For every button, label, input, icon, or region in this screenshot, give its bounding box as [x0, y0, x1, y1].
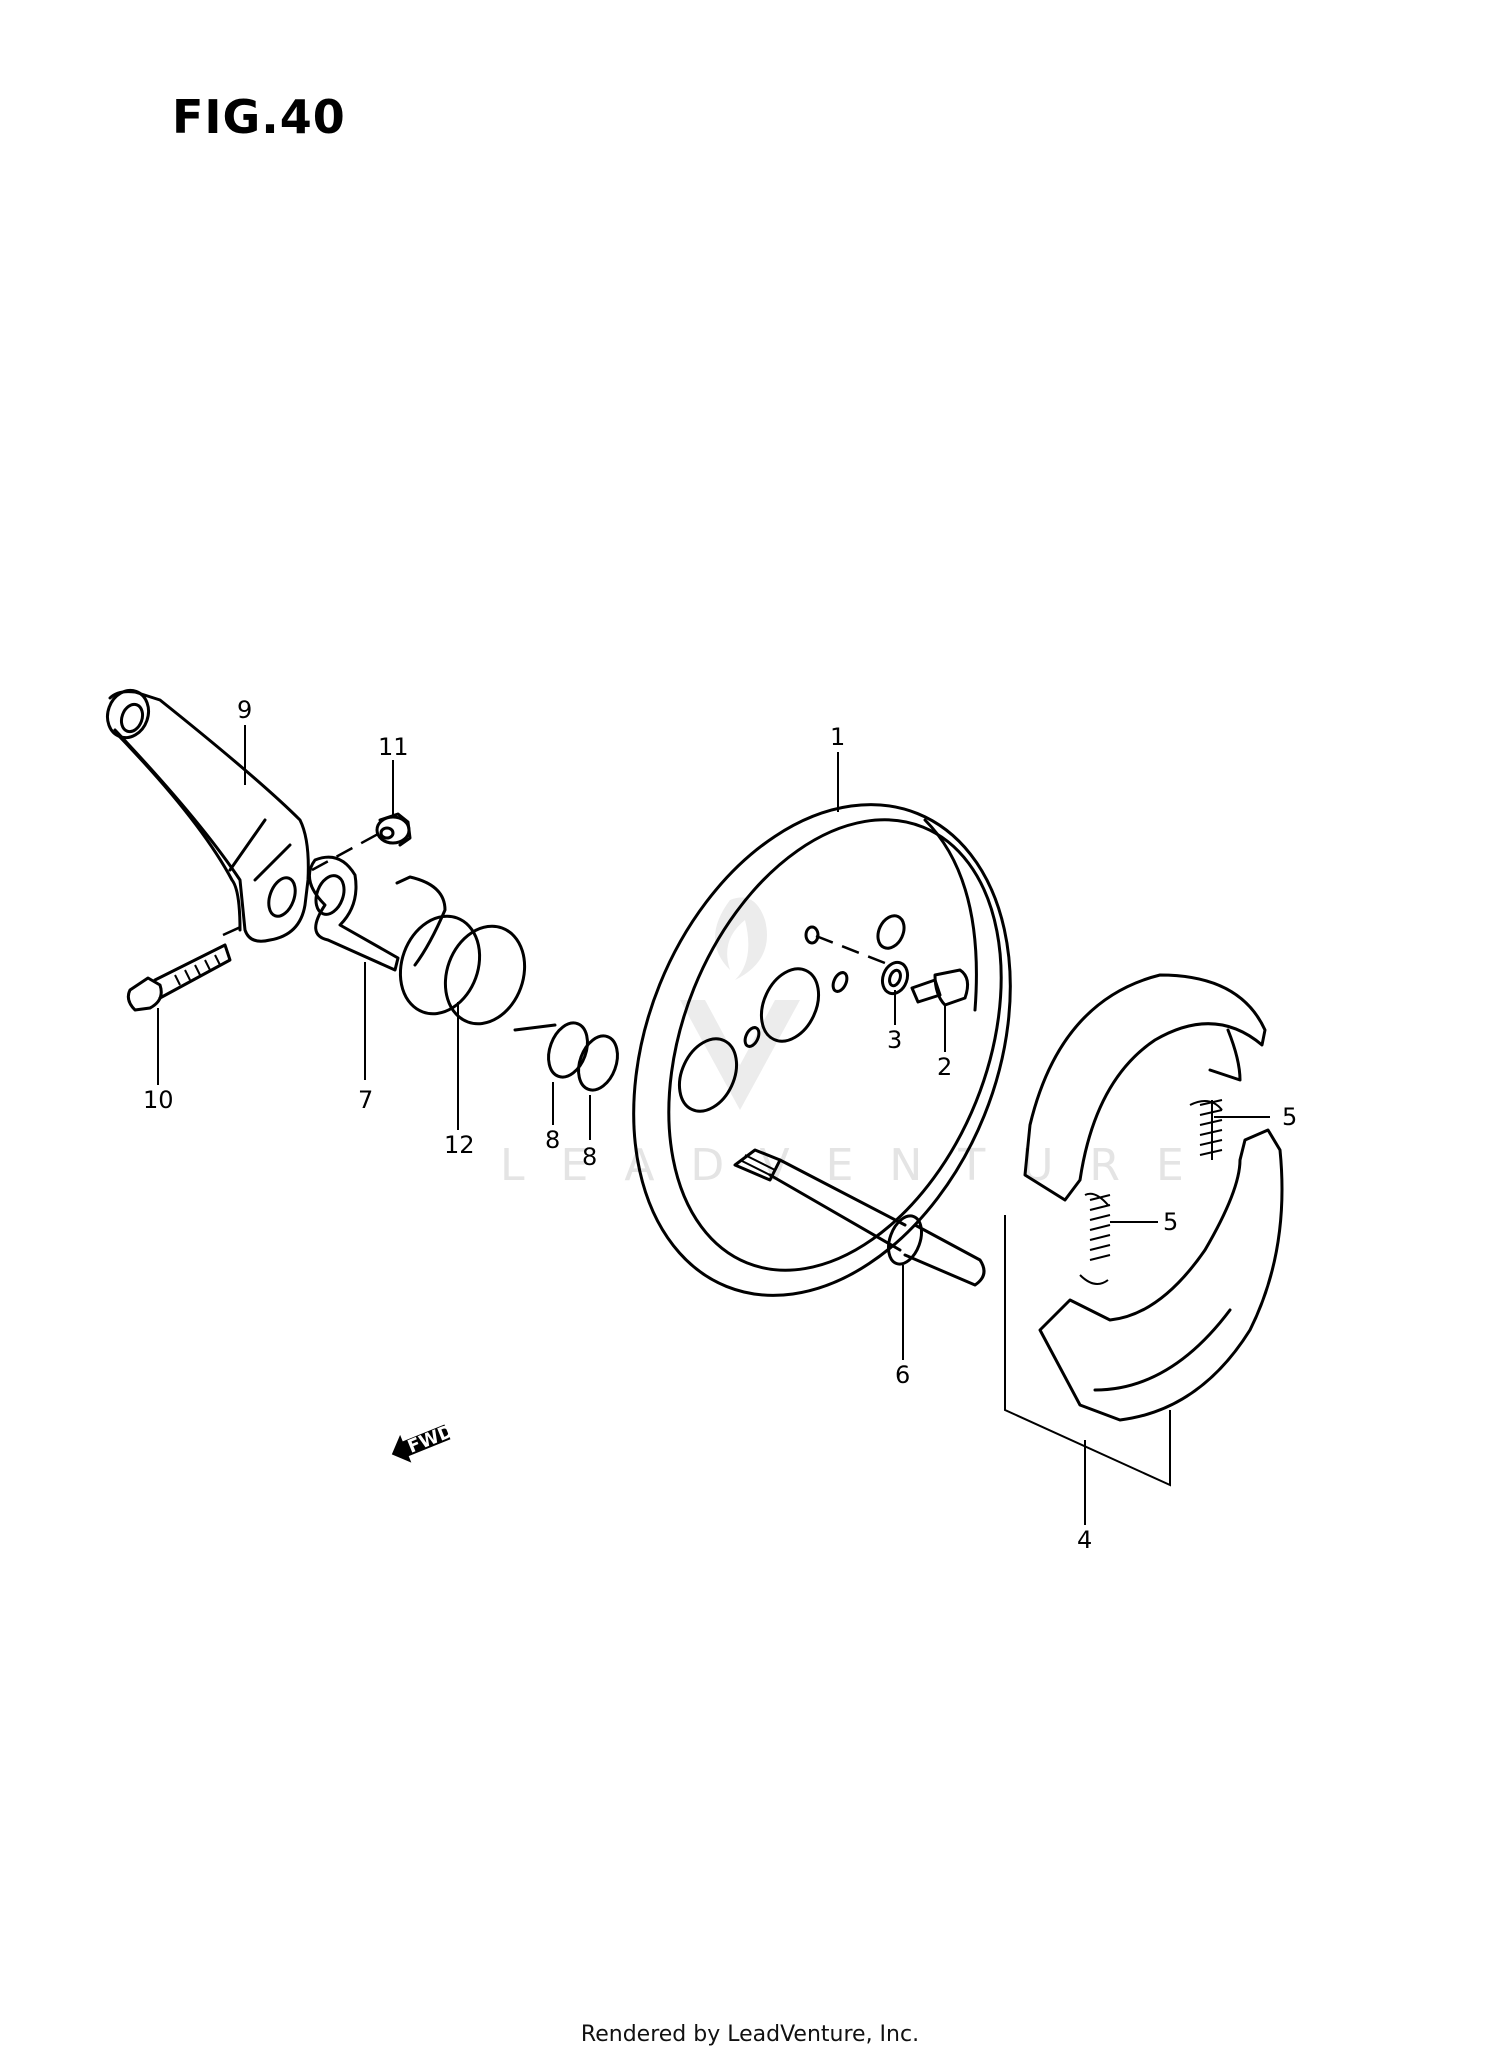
callout-7: 6 — [895, 1361, 910, 1389]
callout-8-inner: 8 — [545, 1126, 560, 1154]
callout-5-lower: 5 — [1163, 1208, 1178, 1236]
assembly-line — [311, 832, 379, 872]
fwd-direction-indicator: FWD — [391, 1421, 457, 1463]
part-1-brake-panel[interactable] — [564, 748, 1080, 1352]
callout-12: 12 — [444, 1131, 475, 1159]
arrow-left-icon — [391, 1424, 451, 1463]
assembly-line — [222, 923, 246, 937]
callout-labels: 9 11 10 7 12 8 8 1 3 2 5 5 6 4 — [143, 696, 1297, 1554]
watermark-text: LEADVENTURE — [500, 1140, 1220, 1191]
part-7-brake-cam-shaft[interactable] — [733, 1148, 986, 1287]
callout-2: 2 — [937, 1053, 952, 1081]
leadventure-watermark: LEADVENTURE — [500, 897, 1220, 1191]
callout-4: 4 — [1077, 1526, 1092, 1554]
part-3-washer[interactable] — [878, 959, 911, 997]
part-9-brake-cam-lever[interactable] — [101, 685, 310, 943]
callout-5-upper: 5 — [1282, 1103, 1297, 1131]
part-5-shoe-spring-lower[interactable] — [1079, 1192, 1111, 1285]
callout-11: 11 — [378, 733, 409, 761]
part-5-shoe-spring-upper[interactable] — [1189, 1099, 1223, 1160]
part-8-o-rings[interactable] — [542, 1018, 625, 1096]
fwd-label: FWD — [405, 1421, 457, 1458]
part-4-brake-shoe-set[interactable] — [1004, 973, 1284, 1525]
callout-1: 1 — [830, 723, 845, 751]
part-2-bolt[interactable] — [910, 968, 970, 1007]
callout-6: 7 — [358, 1086, 373, 1114]
leader-lines — [157, 725, 1270, 1360]
callout-9: 9 — [237, 696, 252, 724]
part-11-nut[interactable] — [375, 812, 412, 847]
callout-10: 10 — [143, 1086, 174, 1114]
part-10-lever-bolt[interactable] — [126, 943, 232, 1012]
part-12-return-spring[interactable] — [387, 875, 557, 1035]
callout-8-outer: 8 — [582, 1143, 597, 1171]
footer-credit: Rendered by LeadVenture, Inc. — [580, 2022, 920, 2047]
callout-3: 3 — [887, 1026, 902, 1054]
part-6-indicator-plate[interactable] — [307, 855, 400, 972]
figure-title: FIG.40 — [172, 90, 346, 144]
